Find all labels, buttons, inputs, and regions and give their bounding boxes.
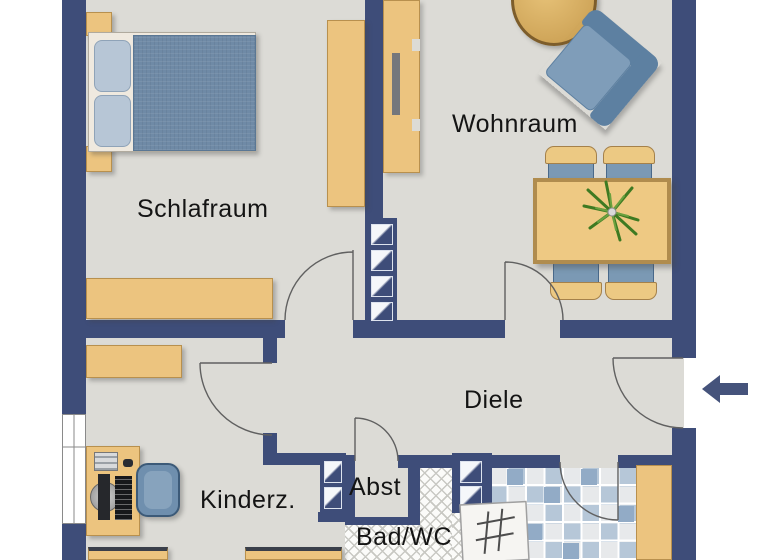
- shaft-icon: [460, 486, 482, 508]
- shaft-icon: [324, 461, 342, 483]
- dining-chair: [550, 260, 602, 300]
- shaft-icon: [460, 461, 482, 483]
- blanket: [133, 35, 256, 151]
- unit-notch: [412, 119, 420, 131]
- mouse-icon: [123, 459, 133, 467]
- room-label-schlafraum: Schlafraum: [137, 195, 269, 223]
- dining-chair: [545, 146, 597, 184]
- wall-kids-hall: [263, 433, 277, 455]
- shaft-icon: [371, 302, 393, 321]
- printer-icon: [94, 452, 118, 471]
- office-chair: [136, 463, 180, 517]
- shower-tile: [544, 487, 560, 503]
- entrance-threshold: [672, 358, 684, 428]
- shaft-icon: [371, 250, 393, 271]
- shower-tile: [581, 469, 597, 485]
- shower-tile: [618, 506, 634, 522]
- shower-tile: [563, 543, 579, 559]
- shower-tile: [526, 524, 542, 540]
- shaft-icon: [371, 276, 393, 297]
- shower-tile: [507, 469, 523, 485]
- room-label-kinderzimmer: Kinderz.: [200, 486, 296, 514]
- room-label-diele: Diele: [464, 386, 524, 414]
- bath-cabinet: [636, 465, 672, 560]
- wall-hall-bath: [618, 455, 672, 468]
- bath-hatch-floor: [345, 525, 420, 560]
- sideboard: [86, 278, 273, 319]
- wall-storage-right: [408, 455, 420, 525]
- pillow: [94, 40, 131, 92]
- shaft-icon: [324, 487, 342, 509]
- dining-chair: [605, 260, 657, 300]
- cut-off-furniture: [88, 547, 168, 560]
- wall-right-lower: [672, 428, 696, 560]
- wall-living-hall: [397, 320, 505, 338]
- wall-bedroom-hall: [353, 320, 397, 338]
- bath-hatch-floor: [420, 468, 452, 560]
- wall-kids-bath: [318, 512, 352, 522]
- shaft-icon: [371, 224, 393, 245]
- shelf: [86, 345, 182, 378]
- desk: [86, 446, 140, 536]
- wardrobe: [327, 20, 365, 207]
- wall-storage-bottom: [345, 517, 420, 525]
- bath-hatch-floor: [452, 513, 488, 560]
- keyboard-icon: [115, 476, 132, 520]
- entrance-arrow-icon: [702, 375, 748, 403]
- wall-bedroom-living: [365, 0, 383, 220]
- wall-bedroom-hall: [86, 320, 285, 338]
- wall-kids-hall: [263, 338, 277, 363]
- monitor-icon: [98, 474, 110, 520]
- unit-notch: [412, 39, 420, 51]
- room-label-abstellraum: Abst: [349, 473, 402, 501]
- dining-chair: [603, 146, 655, 184]
- double-bed: [88, 32, 256, 152]
- cut-off-furniture: [245, 547, 342, 560]
- room-label-bad-wc: Bad/WC: [356, 523, 453, 551]
- room-label-wohnraum: Wohnraum: [452, 110, 578, 138]
- tv-slot: [392, 53, 400, 115]
- pillow: [94, 95, 131, 147]
- wall-right-upper: [672, 0, 696, 358]
- wall-left-upper: [62, 0, 86, 414]
- wall-left-lower: [62, 524, 86, 560]
- wall-living-hall: [560, 320, 696, 338]
- dining-table: [533, 178, 671, 264]
- wall-storage-left: [345, 455, 355, 525]
- wall-kids-bath: [263, 453, 325, 465]
- window: [62, 414, 86, 524]
- wall-unit: [383, 0, 420, 173]
